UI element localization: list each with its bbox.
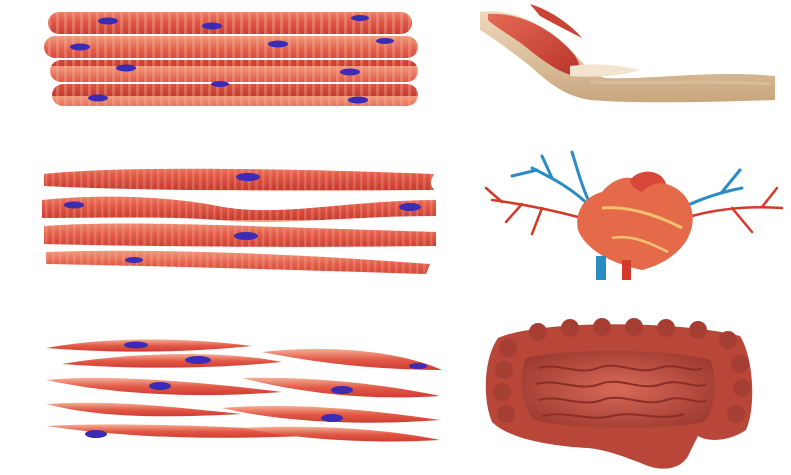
heart-panel [482, 148, 787, 283]
skeletal-fiber [44, 36, 418, 58]
intestine-illustration [478, 318, 758, 473]
cardiac-muscle-tissue [38, 160, 443, 280]
skeletal-muscle-panel [40, 6, 430, 111]
cardiac-fiber [46, 251, 430, 274]
smooth-muscle-tissue [42, 330, 447, 450]
smooth-muscle-panel [42, 330, 447, 450]
small-intestine [521, 351, 714, 428]
tendon [570, 64, 640, 76]
cardiac-fiber [42, 197, 436, 222]
aorta-lower [622, 260, 631, 280]
arm-illustration [470, 4, 785, 109]
skeletal-fiber [50, 60, 418, 82]
vena-cava [596, 256, 606, 280]
cardiac-muscle-panel [38, 160, 443, 280]
intestine-panel [478, 318, 758, 473]
heart-illustration [482, 148, 787, 283]
forearm-tendon [590, 82, 770, 84]
skeletal-muscle-tissue [40, 6, 430, 111]
smooth-fibers [46, 339, 442, 441]
arm-panel [470, 4, 785, 109]
cardiac-fiber [44, 169, 434, 191]
rectum [648, 440, 684, 468]
